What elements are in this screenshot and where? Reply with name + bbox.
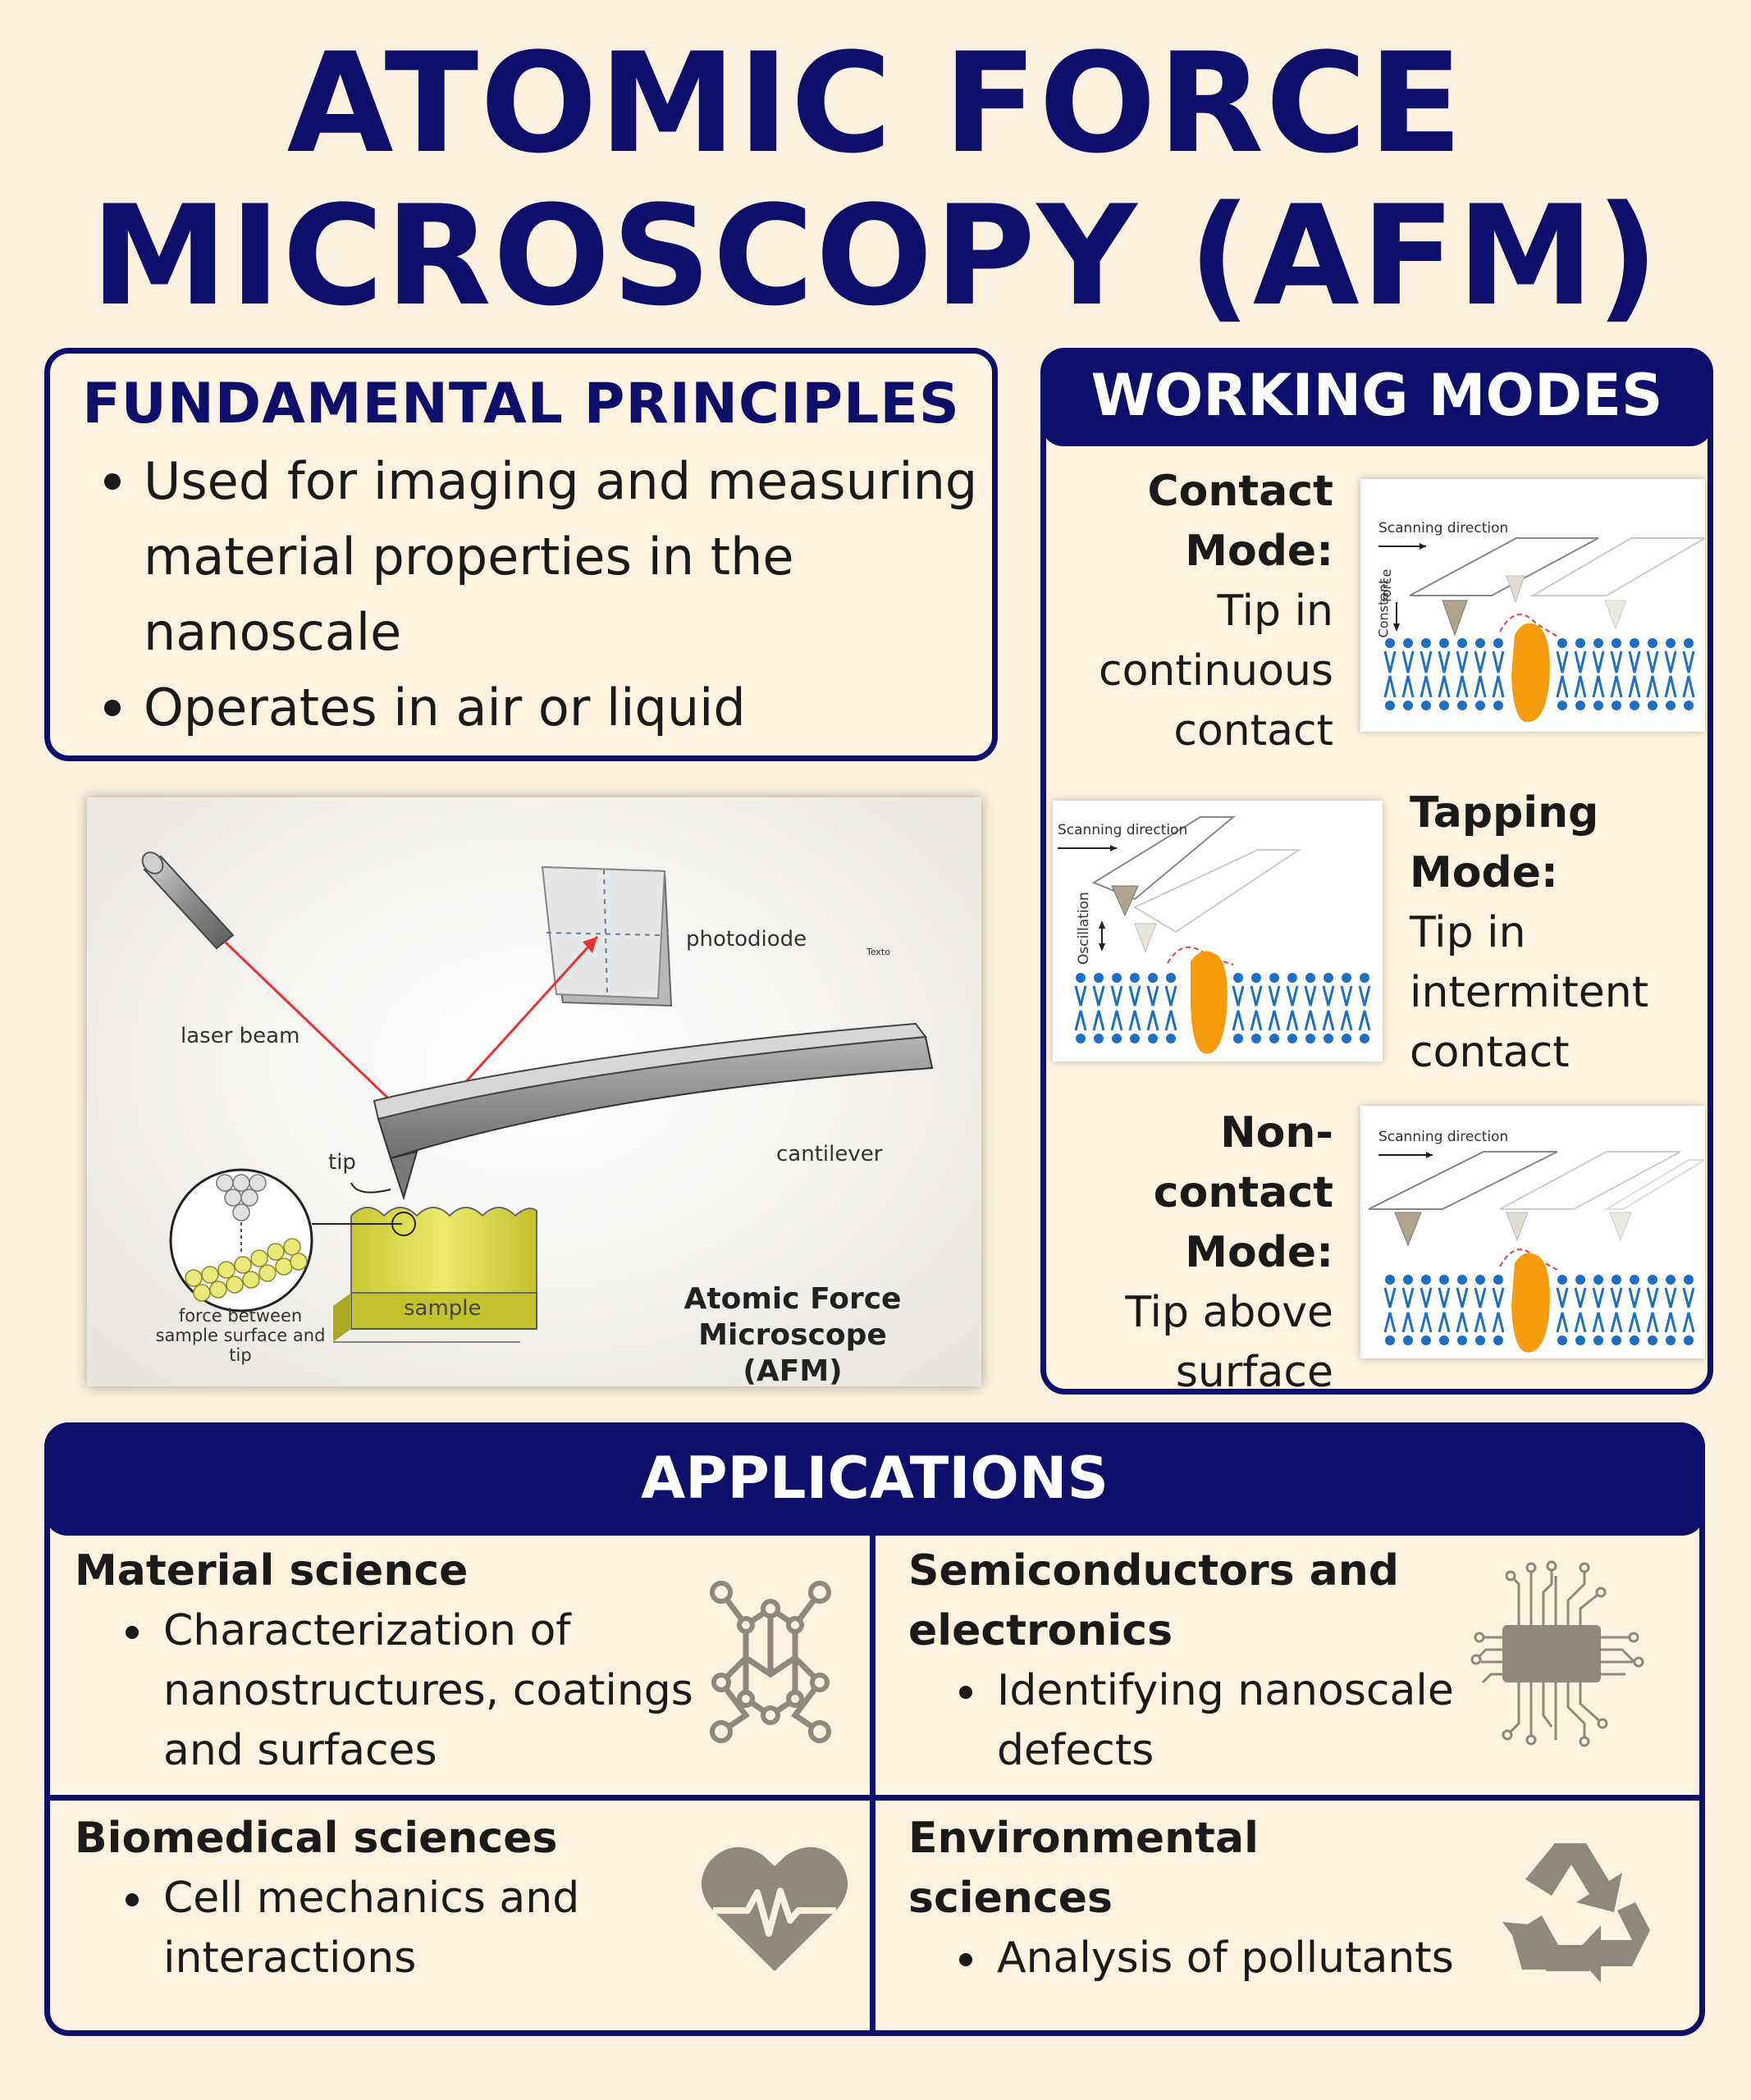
applications-box: APPLICATIONS Material science Characteri…	[44, 1422, 1705, 2036]
recycle-icon	[1502, 1843, 1650, 1983]
force-caption: force between sample surface and tip	[148, 1306, 333, 1365]
app-material-line: nanostructures, coatings	[163, 1666, 693, 1715]
principle-line: material properties in the	[144, 527, 794, 587]
principle-item-imaging: Used for imaging and measuring material …	[96, 444, 982, 670]
tip-label: tip	[328, 1150, 356, 1175]
app-semi-line: defects	[997, 1726, 1154, 1775]
sample-label: sample	[404, 1296, 482, 1321]
working-modes-heading: WORKING MODES	[1040, 348, 1713, 446]
microchip-icon	[1470, 1560, 1644, 1747]
photodiode-label: photodiode	[686, 927, 807, 952]
app-environmental: Environmental sciences Analysis of pollu…	[908, 1809, 1483, 1988]
principle-item-air-liquid: Operates in air or liquid	[96, 670, 982, 746]
force-caption-line: force between	[178, 1306, 303, 1326]
texto-label: Texto	[866, 947, 890, 957]
protein-blob-icon	[1511, 1253, 1550, 1353]
app-material-title: Material science	[75, 1546, 469, 1596]
noncontact-mode-text: Non-contact Mode: Tip above surface	[1046, 1103, 1333, 1403]
app-env-title: Environmental	[908, 1814, 1259, 1863]
noncontact-mode-svg	[1368, 1151, 1705, 1353]
contact-force-label-2: force	[1378, 568, 1394, 602]
noncontact-mode-desc: Tip above	[1125, 1288, 1333, 1337]
app-semiconductors: Semiconductors and electronics Identifyi…	[908, 1541, 1483, 1781]
cantilever-label: cantilever	[776, 1142, 883, 1166]
contact-mode-figure: Scanning direction Constant force	[1360, 479, 1705, 732]
tapping-oscillation-label: Oscillation	[1076, 892, 1092, 965]
tapping-scan-label: Scanning direction	[1058, 822, 1188, 838]
lipid-bilayer-icon	[1383, 638, 1695, 710]
applications-divider-vertical	[870, 1536, 876, 2036]
app-env-line: Analysis of pollutants	[997, 1933, 1454, 1983]
app-semi-title: Semiconductors and	[908, 1546, 1399, 1596]
afm-caption: Atomic Force Microscope (AFM)	[653, 1281, 932, 1390]
contact-mode-title: Contact	[1147, 467, 1333, 516]
noncontact-scan-label: Scanning direction	[1378, 1129, 1509, 1145]
contact-mode-desc: contact	[1173, 706, 1333, 756]
app-bio-line: Cell mechanics and	[163, 1874, 580, 1923]
fundamental-principles-heading: FUNDAMENTAL PRINCIPLES	[82, 372, 960, 436]
app-semi-line: Identifying nanoscale	[997, 1666, 1454, 1715]
tapping-mode-figure: Scanning direction Oscillation	[1053, 801, 1383, 1061]
tapping-mode-title: Mode:	[1410, 848, 1558, 897]
force-caption-line: sample surface and tip	[155, 1326, 326, 1365]
protein-blob-icon	[1511, 623, 1550, 723]
protein-blob-icon	[1191, 951, 1228, 1054]
photodiode-icon	[541, 865, 673, 1007]
noncontact-mode-desc: surface	[1175, 1348, 1333, 1397]
fundamental-principles-list: Used for imaging and measuring material …	[96, 444, 982, 746]
app-semi-item: Identifying nanoscale defects	[951, 1661, 1483, 1781]
tapping-mode-text: Tapping Mode: Tip in intermitent contact	[1410, 783, 1648, 1083]
contact-mode-desc: Tip in	[1217, 587, 1333, 636]
laser-beam-label: laser beam	[181, 1024, 300, 1048]
app-bio-title: Biomedical sciences	[75, 1814, 558, 1863]
afm-schematic-svg	[141, 851, 934, 1343]
afm-caption-line: Atomic Force	[683, 1282, 902, 1316]
tip-zoom-circle	[169, 1168, 416, 1312]
noncontact-mode-title: Mode:	[1185, 1228, 1333, 1277]
app-material-line: and surfaces	[163, 1726, 437, 1775]
tapping-mode-desc: Tip in	[1410, 908, 1526, 957]
tapping-mode-title: Tapping	[1410, 788, 1599, 838]
afm-caption-line: Microscope (AFM)	[698, 1318, 887, 1388]
page-title-line1: ATOMIC FORCE	[286, 23, 1465, 184]
working-modes-box: WORKING MODES Contact Mode: Tip in conti…	[1040, 348, 1713, 1397]
molecule-network-icon	[710, 1581, 831, 1743]
applications-heading: APPLICATIONS	[44, 1422, 1705, 1536]
principle-line: nanoscale	[144, 602, 402, 662]
principle-line: Used for imaging and measuring	[144, 451, 978, 511]
contact-mode-title: Mode:	[1185, 527, 1333, 576]
app-material-line: Characterization of	[163, 1606, 571, 1655]
contact-mode-svg	[1378, 537, 1705, 723]
cantilever-icon	[373, 1022, 934, 1201]
principle-line: Operates in air or liquid	[144, 678, 746, 737]
tapping-mode-desc: contact	[1410, 1028, 1570, 1077]
tapping-mode-svg	[1058, 816, 1371, 1054]
heartbeat-icon	[701, 1847, 848, 1971]
app-semi-title: electronics	[908, 1606, 1173, 1655]
app-env-item: Analysis of pollutants	[951, 1929, 1483, 1988]
laser-arrowhead-icon	[583, 937, 597, 953]
contact-mode-text: Contact Mode: Tip in continuous contact	[1099, 462, 1333, 761]
tip-pointer-arrow	[350, 1182, 391, 1194]
contact-mode-desc: continuous	[1099, 646, 1333, 696]
applications-divider-horizontal	[50, 1795, 1699, 1801]
fundamental-principles-box: FUNDAMENTAL PRINCIPLES Used for imaging …	[44, 348, 998, 761]
app-material-science: Material science Characterization of nan…	[75, 1541, 715, 1781]
contact-scan-label: Scanning direction	[1378, 520, 1509, 536]
app-material-item: Characterization of nanostructures, coat…	[117, 1601, 715, 1781]
afm-schematic: laser beam photodiode Texto tip cantilev…	[87, 797, 981, 1388]
noncontact-mode-figure: Scanning direction	[1360, 1106, 1705, 1358]
laser-source-icon	[141, 851, 235, 950]
tapping-mode-desc: intermitent	[1410, 968, 1649, 1017]
sample-block-icon	[333, 1207, 537, 1343]
page-title-line2: MICROSCOPY (AFM)	[90, 176, 1661, 336]
noncontact-mode-title: Non-contact	[1153, 1108, 1333, 1217]
app-bio-line: interactions	[163, 1933, 417, 1983]
app-bio-item: Cell mechanics and interactions	[117, 1869, 715, 1988]
app-biomedical: Biomedical sciences Cell mechanics and i…	[75, 1809, 715, 1988]
app-env-title: sciences	[908, 1874, 1113, 1923]
